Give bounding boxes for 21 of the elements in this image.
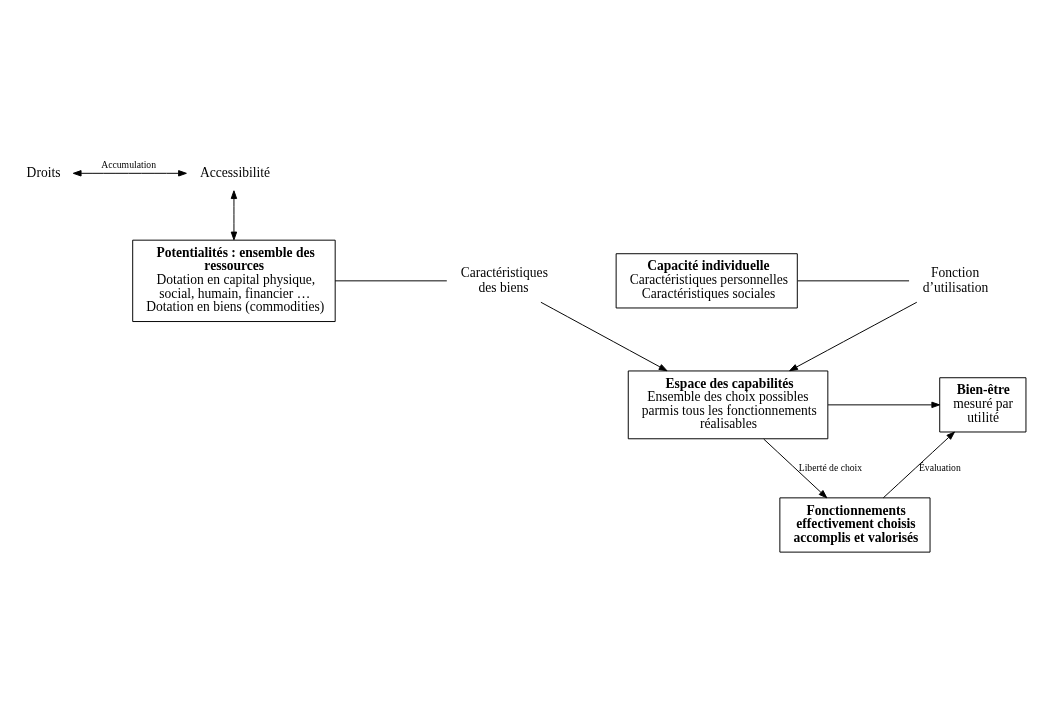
- arrow: [827, 401, 941, 409]
- node-text: Accessibilité: [200, 164, 271, 180]
- arrow: [763, 438, 828, 499]
- node-text: Caractéristiques des biens: [460, 265, 548, 295]
- arrow: [789, 301, 918, 372]
- edge-label: Accumulation: [101, 158, 157, 170]
- edge-label: Liberté de choix: [798, 461, 863, 473]
- arrow: [882, 431, 955, 499]
- node-box: Potentialités : ensemble des ressources Dotation en capital physique, social, humain, financier … Dotation en biens (commodities): [132, 239, 336, 323]
- edge-label: Évaluation: [918, 461, 961, 473]
- connector: [334, 280, 448, 282]
- arrow: [230, 190, 238, 241]
- node-box: Capacité individuelle Caractéristiques personnelles Caractéristiques sociales: [615, 253, 798, 309]
- node-text: Fonction d’utilisation: [922, 265, 989, 295]
- arrow: [540, 301, 668, 372]
- node-box: Bien-être mesuré par utilité: [939, 377, 1027, 433]
- node-box: Espace des capabilités Ensemble des choix possibles parmis tous les fonctionnements réalisables: [627, 370, 829, 440]
- connector: [797, 280, 910, 282]
- node-text: Droits: [26, 164, 61, 180]
- node-box: Fonctionnements effectivement choisis accomplis et valorisés: [779, 497, 931, 553]
- arrow: [72, 170, 187, 177]
